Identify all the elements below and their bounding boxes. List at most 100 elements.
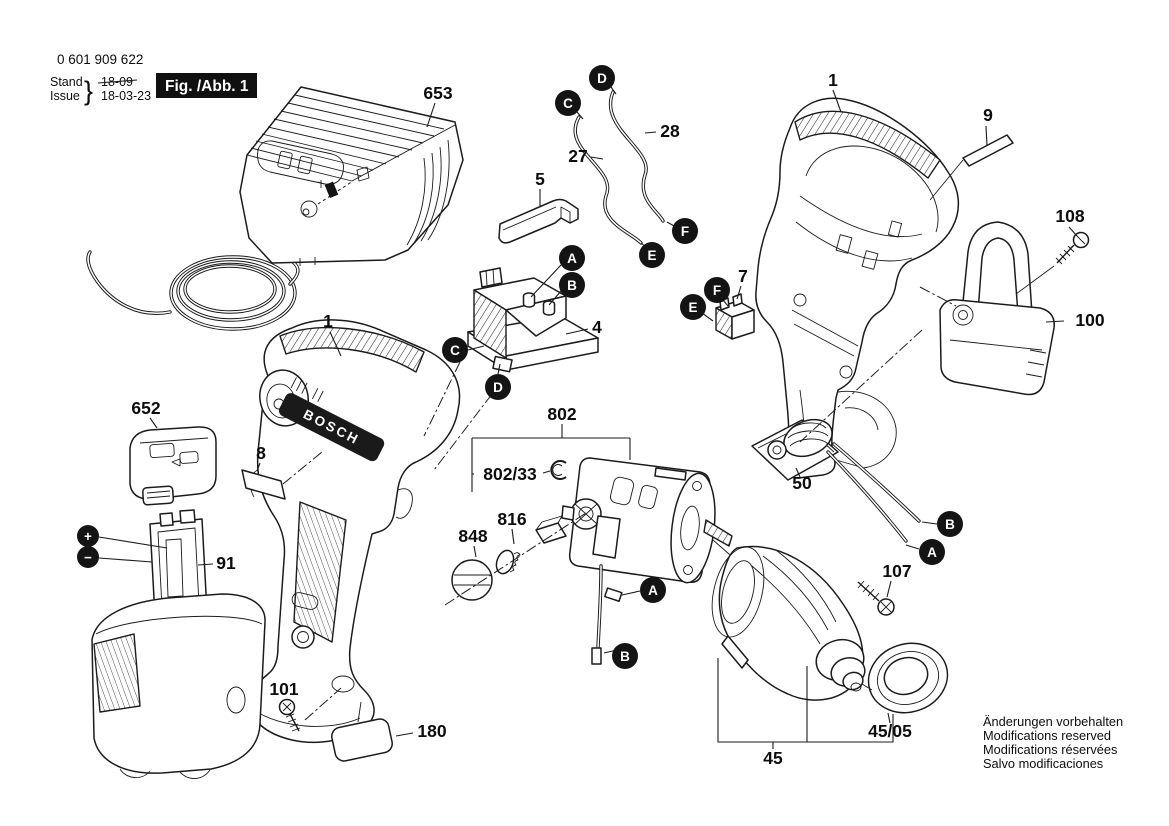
leader-107 <box>886 580 892 598</box>
leader-9 <box>985 125 988 147</box>
brace-glyph: } <box>84 76 93 106</box>
svg-text:B: B <box>945 517 955 532</box>
callout-802-33: 802/33 <box>483 464 537 484</box>
svg-text:A: A <box>567 251 577 266</box>
leader-816 <box>511 528 515 545</box>
callout-letter-B3: B <box>937 511 963 537</box>
callout-7: 7 <box>738 266 748 286</box>
leader-1-right <box>832 89 842 113</box>
strikethrough-line <box>97 79 138 84</box>
svg-text:−: − <box>84 550 92 565</box>
callout-802: 802 <box>547 404 576 424</box>
screw-101-drawing <box>278 698 301 732</box>
impact-ring-drawing <box>861 642 949 714</box>
callout-letter-A3: A <box>919 539 945 565</box>
svg-text:A: A <box>927 545 937 560</box>
brush-cap-848 <box>451 559 493 601</box>
callout-minus: − <box>77 546 99 568</box>
leader-848 <box>473 545 477 558</box>
callout-101: 101 <box>269 679 298 699</box>
leader-802-33b <box>542 470 551 474</box>
pad-180-drawing <box>331 701 393 762</box>
grip-hatch <box>293 501 347 643</box>
fig-label-box <box>156 73 257 98</box>
charger-drawing <box>86 86 464 331</box>
callout-letter-F: F <box>672 218 698 244</box>
pushbutton-5-drawing <box>498 198 579 244</box>
leader-100 <box>1045 320 1065 323</box>
callout-letter-D2: D <box>485 374 511 400</box>
brush-spring <box>509 552 521 573</box>
electronics-50-drawing <box>751 418 921 543</box>
callout-letter-A2: A <box>640 577 666 603</box>
switch-terminal-tab <box>492 355 513 373</box>
leader-1-left <box>329 331 342 357</box>
leader-8 <box>256 462 261 472</box>
switch-4-drawing <box>467 267 599 373</box>
callout-45: 45 <box>763 748 783 768</box>
callout-848: 848 <box>458 526 487 546</box>
sticker-9-drawing <box>929 134 1014 201</box>
svg-text:+: + <box>84 529 92 544</box>
callout-letter-E2: E <box>680 294 706 320</box>
callout-letter-B2: B <box>612 643 638 669</box>
leader-7 <box>736 285 742 300</box>
callout-653: 653 <box>423 83 452 103</box>
housing-right-drawing <box>755 97 960 479</box>
callout-9: 9 <box>983 105 993 125</box>
svg-text:D: D <box>597 71 607 86</box>
svg-text:B: B <box>567 278 577 293</box>
brush-parts-drawing <box>451 515 567 601</box>
callout-91: 91 <box>216 553 236 573</box>
svg-text:B: B <box>620 649 630 664</box>
sticker-8-drawing <box>241 469 286 500</box>
issue-label: Issue <box>50 89 80 103</box>
callout-letter-A: A <box>559 245 585 271</box>
callout-100: 100 <box>1075 310 1104 330</box>
svg-text:F: F <box>681 224 689 239</box>
assembly-axis-lines <box>282 286 957 721</box>
charger-fins <box>250 94 445 177</box>
legal-line-en: Modifications reserved <box>983 728 1111 743</box>
callout-816: 816 <box>497 509 526 529</box>
callout-1-right: 1 <box>828 70 838 90</box>
svg-text:E: E <box>647 248 656 263</box>
callout-8: 8 <box>256 443 266 463</box>
callout-27: 27 <box>568 146 587 166</box>
screw-107-drawing <box>857 580 895 616</box>
svg-text:A: A <box>648 583 658 598</box>
charger-cord <box>86 250 172 315</box>
motor-terminal-b <box>591 647 602 665</box>
legal-line-fr: Modifications réservées <box>983 742 1117 757</box>
callout-50: 50 <box>792 473 812 493</box>
leader-45-05 <box>887 712 891 724</box>
callout-180: 180 <box>417 721 446 741</box>
callout-45-05: 45/05 <box>868 721 912 741</box>
svg-text:C: C <box>450 343 460 358</box>
drill-left-drawing: BOSCH <box>249 319 461 744</box>
stand-label: Stand <box>50 75 83 89</box>
leader-28 <box>644 131 657 134</box>
svg-text:D: D <box>493 380 503 395</box>
legal-line-de: Änderungen vorbehalten <box>983 714 1123 729</box>
callout-letter-F2: F <box>704 277 730 303</box>
leader-180 <box>395 732 414 737</box>
header-block: 0 601 909 622 Stand Issue } 18-09 18-03-… <box>50 52 257 106</box>
screw-108-drawing <box>1015 231 1090 295</box>
leader-50 <box>795 467 801 478</box>
wire-28-drawing <box>608 90 665 223</box>
issue-date: 18-03-23 <box>101 89 151 103</box>
motor-shaft <box>703 519 733 547</box>
bracket-45 <box>717 658 894 749</box>
callout-107: 107 <box>882 561 911 581</box>
svg-text:E: E <box>688 300 697 315</box>
leader-653 <box>426 102 436 128</box>
callout-letter-C: C <box>555 90 581 116</box>
footer-legal-text: Änderungen vorbehalten Modifications res… <box>983 714 1123 771</box>
callout-108: 108 <box>1055 206 1084 226</box>
wire-27-drawing <box>573 115 643 245</box>
motor-terminal-a <box>604 587 623 602</box>
fig-label: Fig. /Abb. 1 <box>165 78 249 95</box>
